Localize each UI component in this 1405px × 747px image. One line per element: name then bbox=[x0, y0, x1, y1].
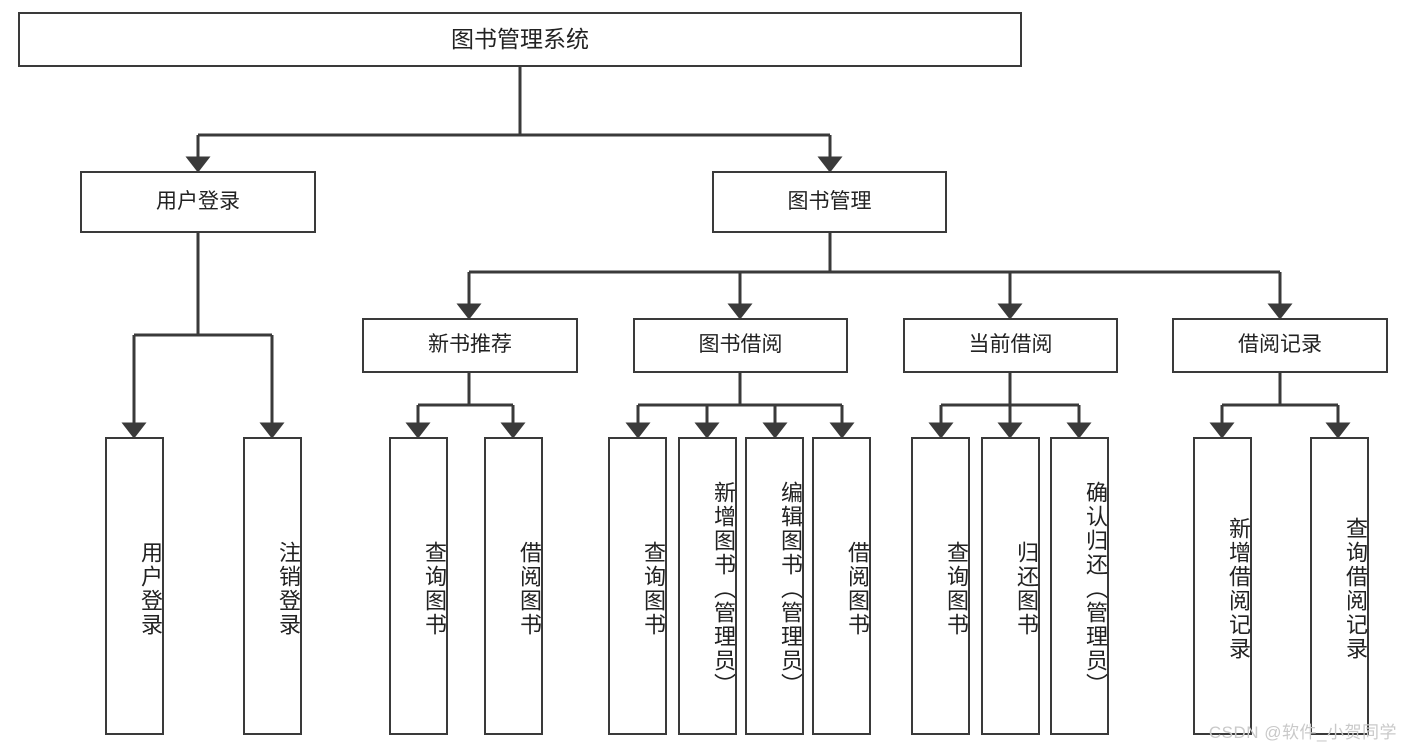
leaf-label: 查询图书 bbox=[944, 541, 969, 637]
leaf-label: 编辑图书（管理员） bbox=[778, 481, 803, 697]
leaf-query-book-borrow[interactable]: 查询图书 bbox=[608, 437, 667, 735]
leaf-label: 用户登录 bbox=[138, 541, 163, 637]
leaf-query-book-recommend[interactable]: 查询图书 bbox=[389, 437, 448, 735]
leaf-query-book-current[interactable]: 查询图书 bbox=[911, 437, 970, 735]
leaf-label: 查询借阅记录 bbox=[1343, 517, 1368, 661]
leaf-user-login[interactable]: 用户登录 bbox=[105, 437, 164, 735]
leaf-return-book[interactable]: 归还图书 bbox=[981, 437, 1040, 735]
leaf-edit-book-admin[interactable]: 编辑图书（管理员） bbox=[745, 437, 804, 735]
node-book-borrow[interactable]: 图书借阅 bbox=[633, 318, 848, 373]
leaf-borrow-book[interactable]: 借阅图书 bbox=[812, 437, 871, 735]
node-user-login[interactable]: 用户登录 bbox=[80, 171, 316, 233]
leaf-add-book-admin[interactable]: 新增图书（管理员） bbox=[678, 437, 737, 735]
leaf-label: 查询图书 bbox=[422, 541, 447, 637]
leaf-borrow-book-recommend[interactable]: 借阅图书 bbox=[484, 437, 543, 735]
leaf-add-borrow-record[interactable]: 新增借阅记录 bbox=[1193, 437, 1252, 735]
leaf-user-logout[interactable]: 注销登录 bbox=[243, 437, 302, 735]
leaf-label: 借阅图书 bbox=[845, 541, 870, 637]
leaf-label: 新增借阅记录 bbox=[1226, 517, 1251, 661]
leaf-label: 借阅图书 bbox=[517, 541, 542, 637]
node-current-borrow[interactable]: 当前借阅 bbox=[903, 318, 1118, 373]
leaf-confirm-return-admin[interactable]: 确认归还（管理员） bbox=[1050, 437, 1109, 735]
leaf-label: 注销登录 bbox=[276, 541, 301, 637]
node-book-management[interactable]: 图书管理 bbox=[712, 171, 947, 233]
leaf-label: 查询图书 bbox=[641, 541, 666, 637]
leaf-label: 新增图书（管理员） bbox=[711, 481, 736, 697]
leaf-label: 确认归还（管理员） bbox=[1083, 481, 1108, 697]
node-new-book-recommend[interactable]: 新书推荐 bbox=[362, 318, 578, 373]
node-root-system[interactable]: 图书管理系统 bbox=[18, 12, 1022, 67]
watermark: CSDN @软件_小贺同学 bbox=[1208, 723, 1397, 742]
leaf-query-borrow-record[interactable]: 查询借阅记录 bbox=[1310, 437, 1369, 735]
leaf-label: 归还图书 bbox=[1014, 541, 1039, 637]
node-borrow-record[interactable]: 借阅记录 bbox=[1172, 318, 1388, 373]
